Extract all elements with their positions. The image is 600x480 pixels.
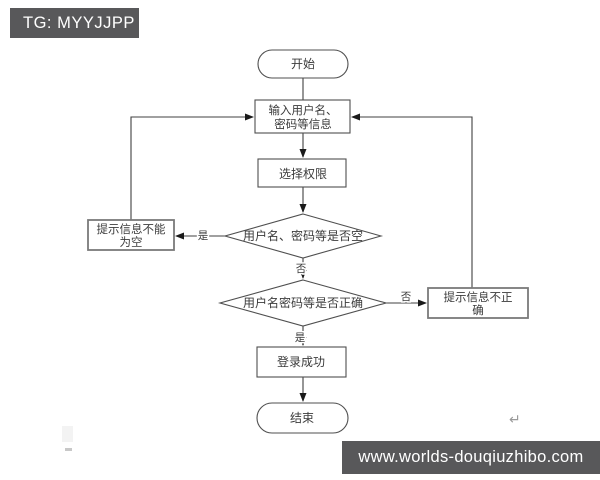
return-mark: ↵ [509, 412, 521, 428]
faint-smudge-dash [65, 448, 72, 451]
prompt-incorrect-label-line1: 提示信息不正 [444, 290, 513, 304]
edge-prompt-incorrect-loop [351, 113, 473, 288]
input-label-line2: 密码等信息 [274, 117, 332, 131]
decision-correct-node: 用户名密码等是否正确 [217, 279, 389, 327]
input-node: 输入用户名、 密码等信息 [254, 99, 351, 134]
watermark-top-left: TG: MYYJJPP [10, 8, 139, 38]
decision-correct-label: 用户名密码等是否正确 [243, 295, 363, 310]
edge-label-correct-no: 否 [401, 291, 412, 303]
decision-empty-label: 用户名、密码等是否空 [243, 228, 363, 243]
prompt-empty-node: 提示信息不能 为空 [87, 219, 175, 251]
input-label-line1: 输入用户名、 [269, 103, 338, 117]
prompt-incorrect-node: 提示信息不正 确 [427, 287, 529, 319]
faint-smudge [62, 426, 73, 442]
login-success-node: 登录成功 [256, 346, 347, 378]
select-permission-node: 选择权限 [257, 158, 347, 188]
edge-label-empty-no: 否 [296, 263, 307, 275]
edge-label-empty-yes: 是 [198, 230, 209, 242]
login-success-label: 登录成功 [277, 354, 325, 369]
select-permission-label: 选择权限 [279, 167, 327, 181]
prompt-empty-label-line2: 为空 [120, 235, 143, 249]
start-label: 开始 [291, 57, 315, 71]
prompt-empty-label-line1: 提示信息不能 [97, 222, 166, 236]
edge-prompt-empty-loop [130, 113, 254, 220]
start-node: 开始 [257, 49, 349, 79]
edge-label-correct-yes: 是 [295, 332, 306, 344]
decision-empty-node: 用户名、密码等是否空 [222, 213, 384, 259]
end-node: 结束 [256, 402, 349, 434]
watermark-bottom-right: www.worlds-douqiuzhibo.com [342, 441, 600, 474]
prompt-incorrect-label-line2: 确 [472, 303, 484, 317]
end-label: 结束 [290, 411, 314, 425]
